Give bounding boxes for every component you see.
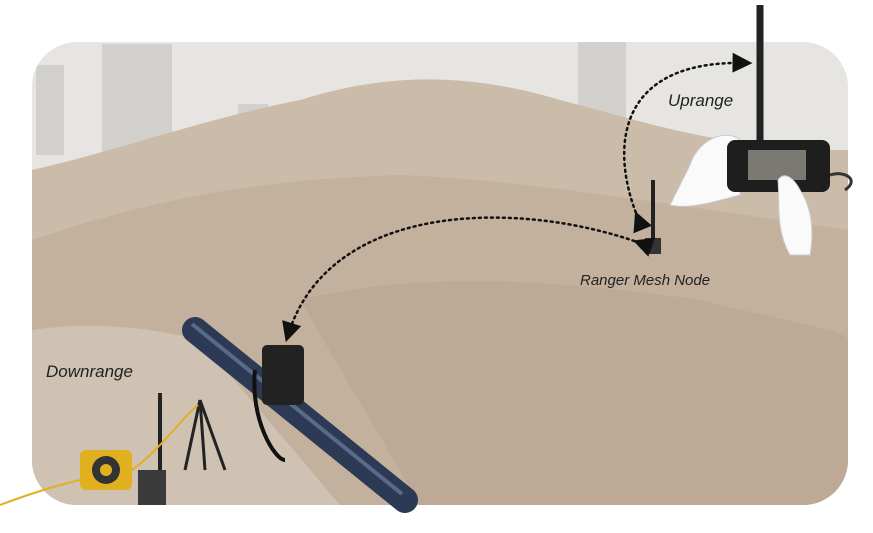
wireless-link-arrows: [282, 52, 753, 343]
downrange-label: Downrange: [46, 362, 133, 381]
site-photo: [32, 42, 848, 505]
pipe-clamp-device: [252, 345, 304, 462]
downrange-equipment: [0, 393, 227, 506]
arrow-node-to-uprange: [623, 52, 753, 234]
mesh-node-label: Ranger Mesh Node: [580, 272, 711, 289]
pipeline: [182, 317, 418, 513]
arrow-node-to-downrange: [282, 216, 656, 343]
uprange-label: Uprange: [668, 91, 734, 110]
